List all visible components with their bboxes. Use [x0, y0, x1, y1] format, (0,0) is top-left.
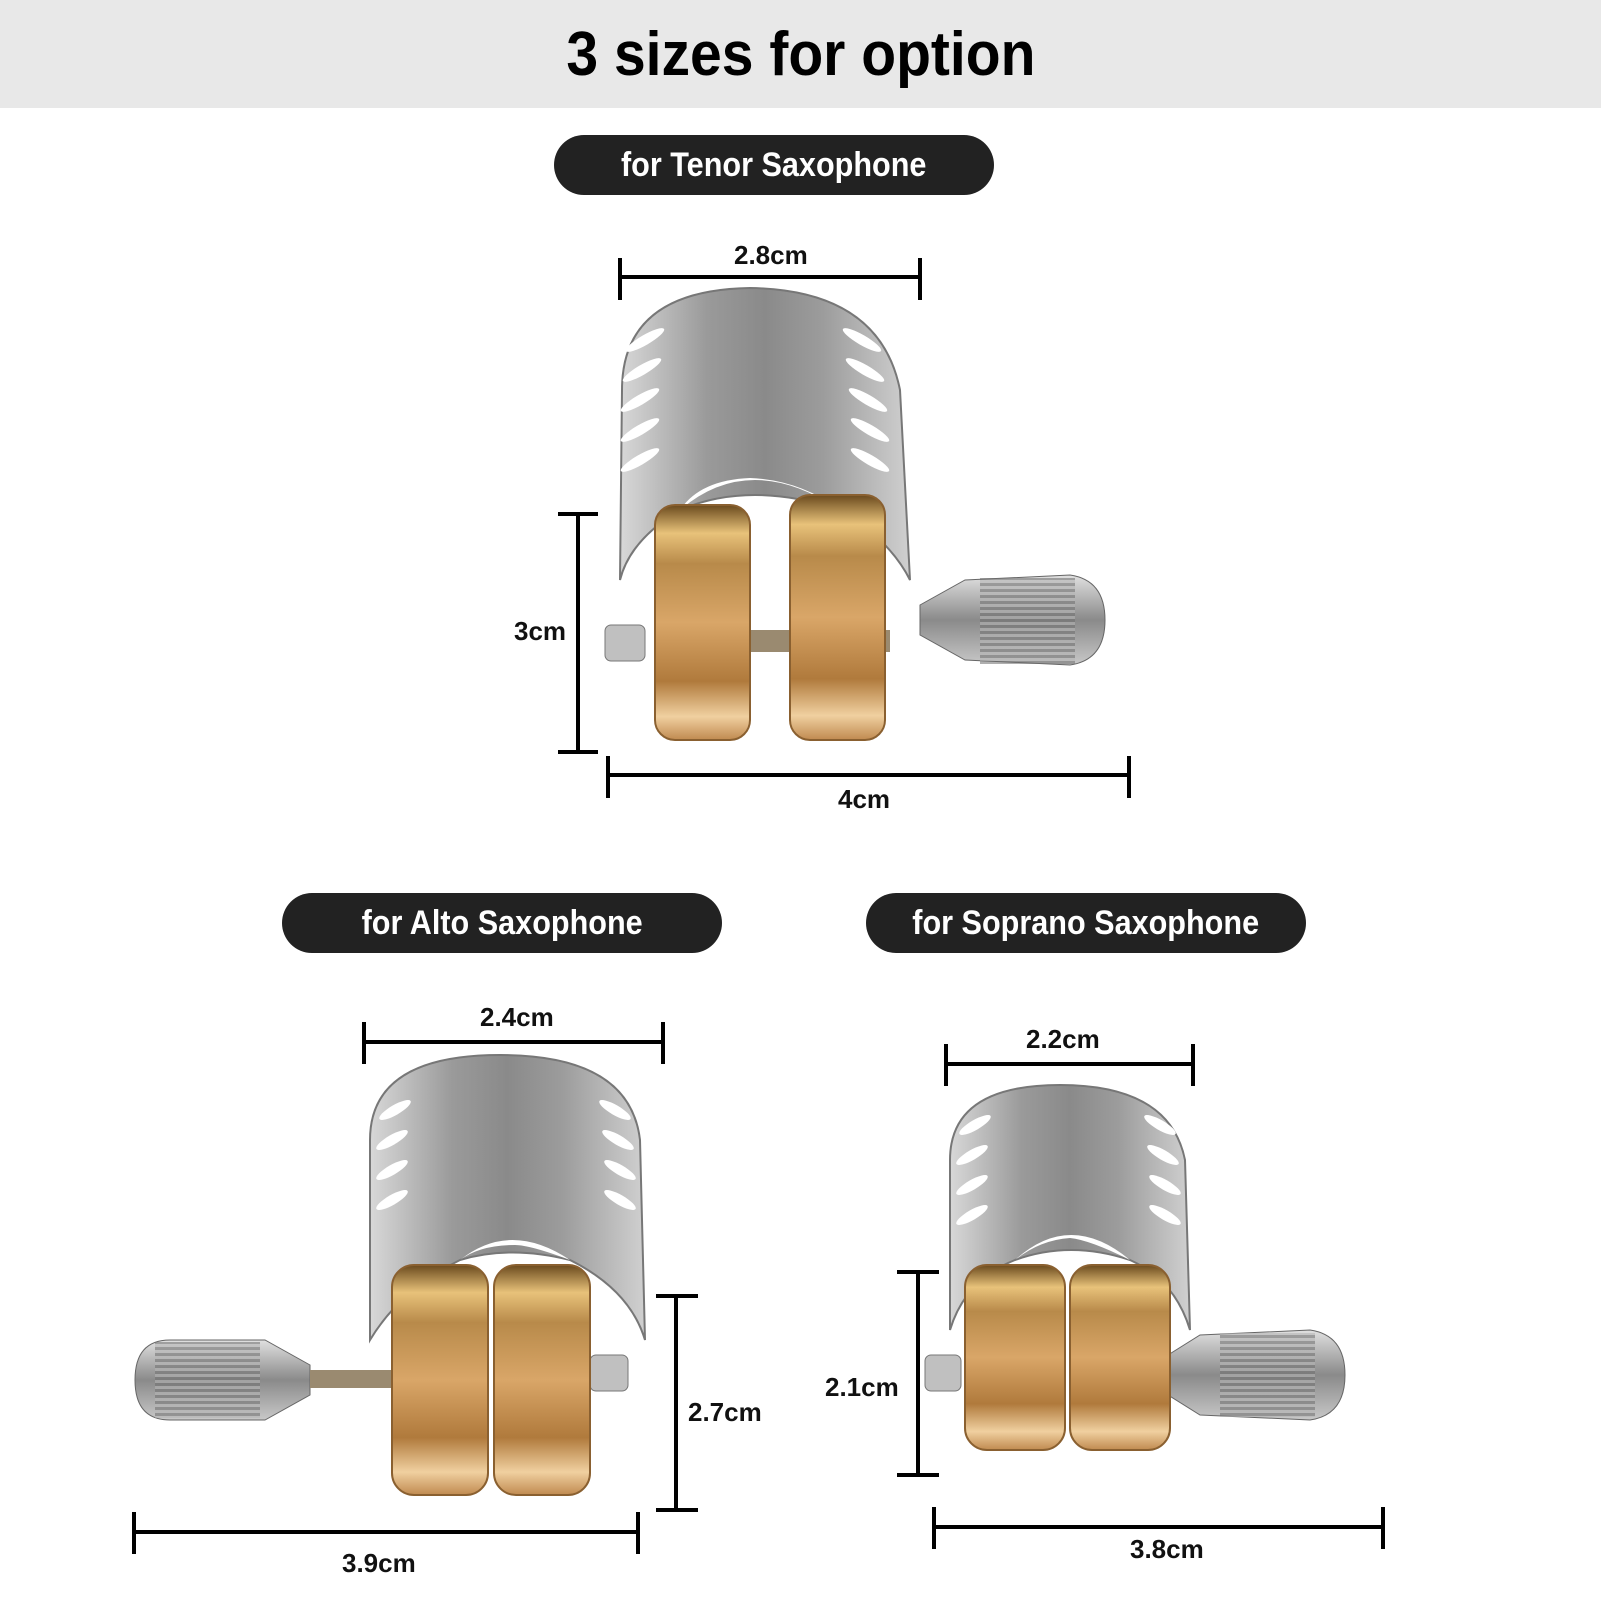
- soprano-top-width-tick-right: [1191, 1044, 1195, 1086]
- tenor-top-width-label: 2.8cm: [734, 240, 808, 270]
- tenor-total-width-tick-left: [606, 756, 610, 798]
- alto-label-pill: for Alto Saxophone: [282, 893, 722, 953]
- soprano-top-width-label: 2.2cm: [1026, 1024, 1100, 1054]
- alto-height-tick-bottom: [656, 1508, 698, 1512]
- alto-top-width-tick-right: [661, 1022, 665, 1064]
- alto-top-width-tick-left: [362, 1022, 366, 1064]
- soprano-total-width-label: 3.8cm: [1130, 1534, 1204, 1564]
- page-title: 3 sizes for option: [565, 19, 1036, 89]
- tenor-height-tick-top: [558, 512, 598, 516]
- tenor-height-line: [576, 512, 580, 752]
- tenor-top-width-line: [620, 275, 920, 279]
- tenor-ligature-image: [604, 286, 1106, 741]
- tenor-total-width-tick-right: [1127, 756, 1131, 798]
- soprano-height-line: [916, 1272, 920, 1476]
- alto-top-width-label: 2.4cm: [480, 1002, 554, 1032]
- soprano-total-width-tick-left: [932, 1507, 936, 1549]
- alto-total-width-line: [134, 1530, 638, 1534]
- alto-top-width-line: [364, 1040, 664, 1044]
- alto-height-label: 2.7cm: [688, 1397, 762, 1427]
- alto-total-width-tick-left: [132, 1512, 136, 1554]
- soprano-total-width-tick-right: [1381, 1507, 1385, 1549]
- alto-ligature-image: [134, 1053, 646, 1496]
- tenor-total-width-label: 4cm: [838, 784, 891, 814]
- soprano-total-width-line: [934, 1525, 1384, 1529]
- tenor-height-label: 3cm: [514, 616, 567, 646]
- soprano-top-width-tick-left: [944, 1044, 948, 1086]
- alto-height-line: [674, 1296, 678, 1512]
- tenor-height-tick-bottom: [558, 750, 598, 754]
- soprano-ligature-image: [924, 1083, 1346, 1451]
- tenor-label-pill: for Tenor Saxophone: [554, 135, 994, 195]
- alto-label: for Alto Saxophone: [361, 903, 643, 942]
- tenor-label: for Tenor Saxophone: [621, 145, 927, 184]
- soprano-height-tick-bottom: [897, 1473, 939, 1477]
- tenor-total-width-line: [608, 773, 1130, 777]
- tenor-top-width-tick-left: [618, 258, 622, 300]
- alto-total-width-tick-right: [636, 1512, 640, 1554]
- soprano-label: for Soprano Saxophone: [912, 903, 1260, 942]
- page-header: 3 sizes for option: [0, 0, 1601, 108]
- soprano-label-pill: for Soprano Saxophone: [866, 893, 1306, 953]
- soprano-height-label: 2.1cm: [825, 1372, 899, 1402]
- soprano-height-tick-top: [897, 1270, 939, 1274]
- alto-height-tick-top: [656, 1294, 698, 1298]
- alto-total-width-label: 3.9cm: [342, 1548, 416, 1578]
- soprano-top-width-line: [946, 1062, 1194, 1066]
- tenor-top-width-tick-right: [918, 258, 922, 300]
